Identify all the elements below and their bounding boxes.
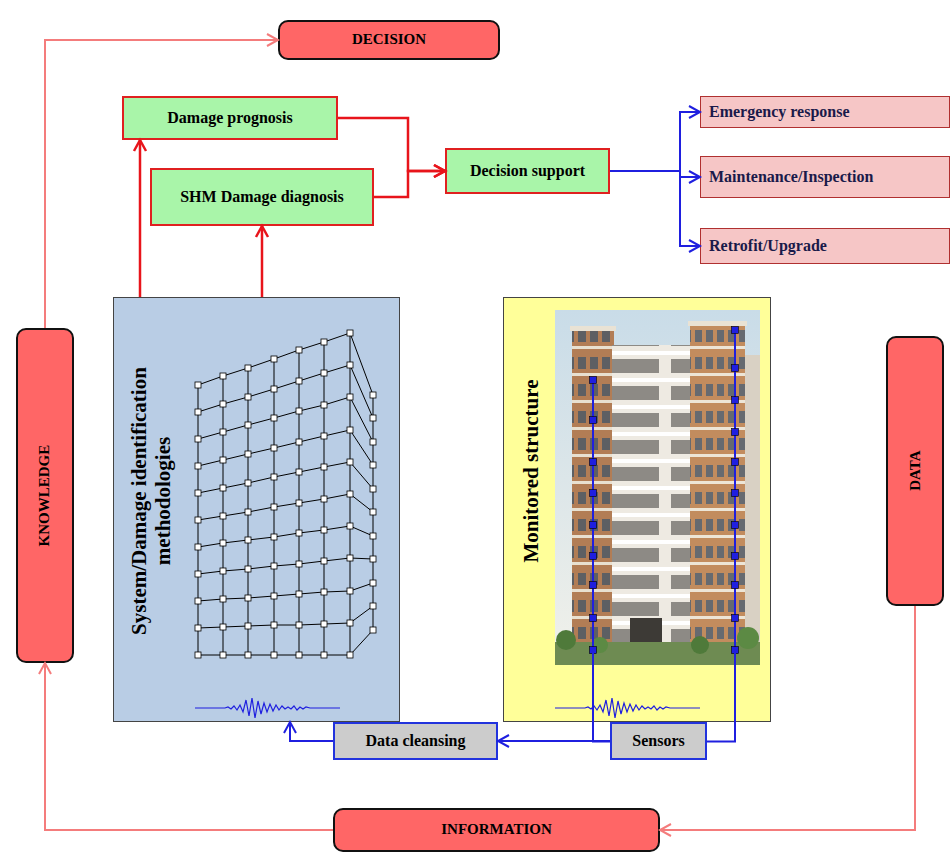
- connector: [593, 722, 735, 742]
- arrow-head: [434, 165, 445, 177]
- process-box: Sensors: [610, 722, 707, 760]
- ground-motion-signal: [195, 698, 340, 718]
- decision-box: DECISION: [278, 20, 500, 60]
- node-label: DATA: [906, 451, 923, 491]
- connector: [610, 106, 700, 171]
- process-box: SHM Damage diagnosis: [150, 168, 374, 226]
- node-label: INFORMATION: [441, 821, 552, 838]
- connector-line: [45, 40, 278, 328]
- connector-line: [290, 722, 333, 741]
- connector-line: [374, 171, 445, 197]
- connector: [610, 171, 700, 183]
- arrow-head: [134, 140, 146, 151]
- title-holder: System/Damage identification methodologi…: [121, 311, 181, 691]
- connector-line: [707, 722, 735, 742]
- structure-panel: Monitored structure: [503, 297, 771, 722]
- arrow-head: [689, 106, 700, 118]
- node-label: Decision support: [470, 162, 585, 180]
- node-label: Emergency response: [709, 103, 850, 121]
- action-box: Retrofit/Upgrade: [700, 228, 950, 264]
- node-label: System/Damage identification methodologi…: [127, 311, 175, 691]
- node-label: Data cleansing: [366, 732, 466, 750]
- node-label: Maintenance/Inspection: [709, 168, 873, 186]
- node-label: Damage prognosis: [167, 109, 293, 127]
- stage-box: INFORMATION: [333, 808, 660, 852]
- arrow-head: [284, 722, 296, 733]
- connector-line: [45, 663, 333, 830]
- action-box: Maintenance/Inspection: [700, 156, 950, 198]
- method-panel: System/Damage identification methodologi…: [113, 297, 400, 722]
- ground-motion-signal: [555, 698, 700, 718]
- connector-line: [660, 606, 915, 830]
- connector-line: [498, 740, 610, 742]
- connector: [610, 171, 700, 252]
- frame-model: [198, 333, 373, 655]
- sensor-array: [593, 330, 735, 722]
- connector-line: [610, 171, 700, 177]
- node-label: Sensors: [632, 732, 684, 750]
- arrow-head: [498, 735, 509, 747]
- arrow-head: [689, 171, 700, 183]
- node-label: KNOWLEDGE: [36, 445, 53, 547]
- connector: [498, 735, 610, 747]
- connector: [338, 118, 445, 177]
- connector: [284, 722, 333, 741]
- arrow-head: [256, 226, 268, 237]
- node-label: Monitored structure: [519, 380, 543, 563]
- connector-line: [593, 722, 610, 742]
- node-label: Retrofit/Upgrade: [709, 237, 827, 255]
- connector: [660, 606, 915, 836]
- action-box: Emergency response: [700, 96, 950, 128]
- connector: [134, 140, 146, 297]
- connector-line: [139, 140, 142, 297]
- process-box: Data cleansing: [333, 722, 498, 760]
- connector: [45, 34, 278, 328]
- connector-line: [261, 226, 264, 297]
- arrow-head: [660, 824, 671, 836]
- title-holder: Monitored structure: [511, 301, 551, 641]
- arrow-head: [434, 165, 445, 177]
- arrow-head: [267, 34, 278, 46]
- node-label: DECISION: [352, 31, 426, 48]
- process-box: Damage prognosis: [122, 96, 338, 140]
- process-box: Decision support: [445, 148, 610, 194]
- arrow-head: [689, 240, 700, 252]
- connector: [256, 226, 268, 297]
- connector-line: [610, 112, 700, 171]
- connector: [374, 165, 445, 197]
- stage-box: DATA: [886, 336, 944, 606]
- stage-box: KNOWLEDGE: [16, 328, 74, 663]
- arrow-head: [39, 663, 51, 674]
- building-photo: [555, 310, 760, 665]
- connector-line: [610, 171, 700, 246]
- connector: [39, 663, 333, 830]
- node-label: SHM Damage diagnosis: [180, 188, 344, 206]
- connector-line: [338, 118, 445, 171]
